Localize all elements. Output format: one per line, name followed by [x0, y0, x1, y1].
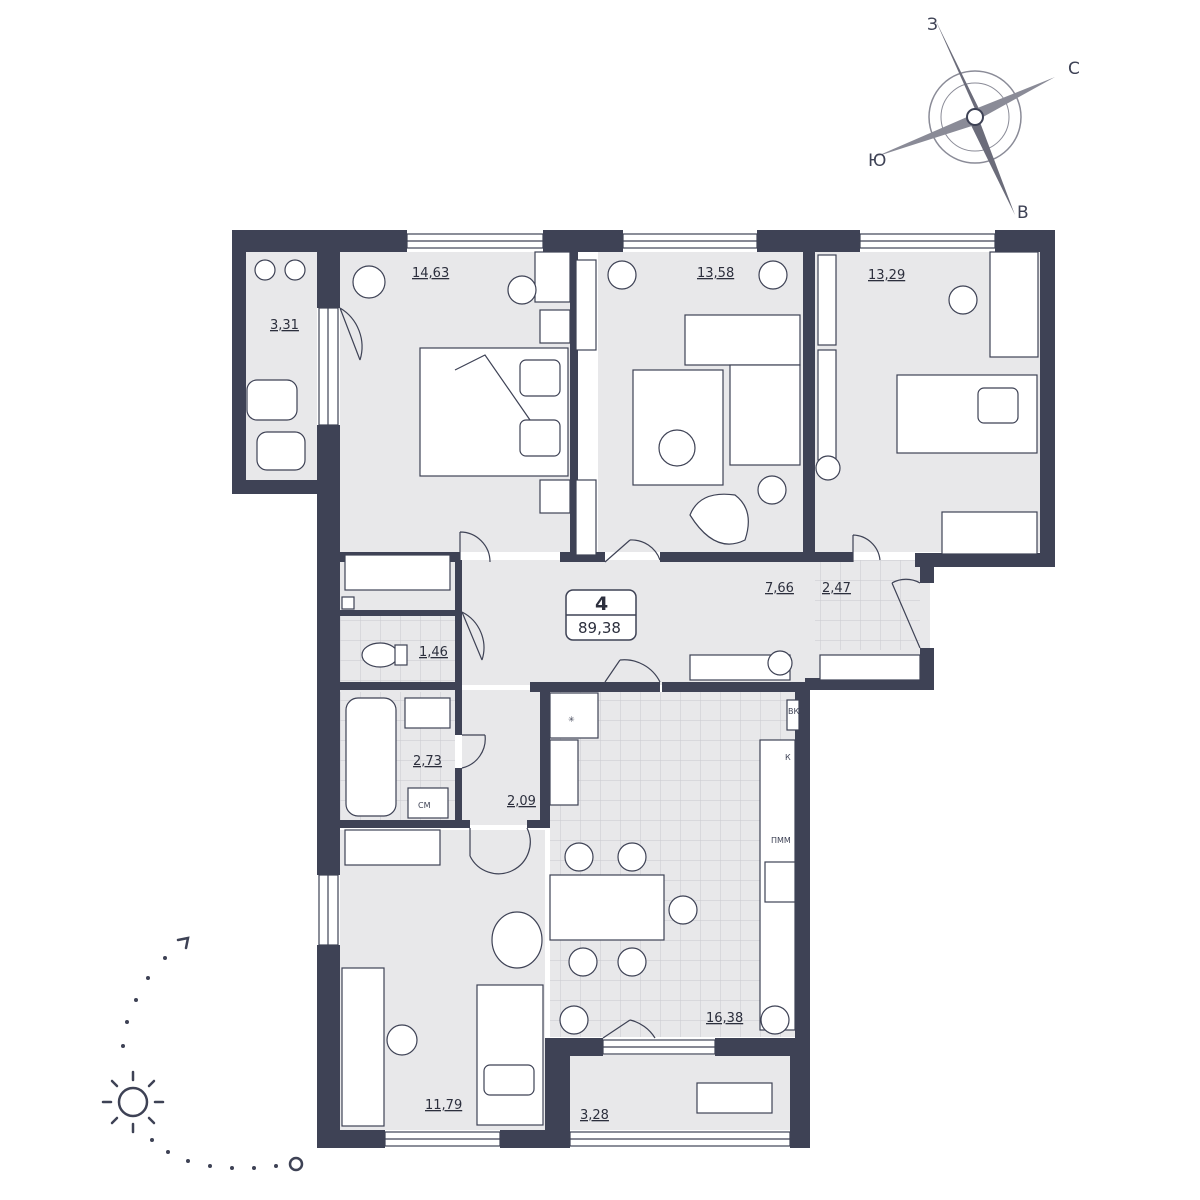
area-corridor: 2,09: [507, 794, 536, 809]
compass-rose-icon: [875, 19, 1055, 215]
furniture: СМ ✳ ВК К ПММ: [246, 251, 1039, 1127]
compass-north-label: С: [1068, 59, 1080, 79]
area-bathroom: 2,73: [413, 754, 442, 769]
area-bedroom-3: 11,79: [425, 1098, 462, 1113]
sun-path-arrow-icon: [176, 936, 190, 950]
area-kitchen: 16,38: [706, 1011, 743, 1026]
doors: [339, 307, 921, 1039]
boiler-label: К: [785, 753, 791, 762]
area-living-room: 13,58: [697, 266, 734, 281]
windows: [318, 233, 996, 1147]
washer-label: СМ: [418, 801, 431, 810]
area-balcony-bottom: 3,28: [580, 1108, 609, 1123]
area-toilet: 1,46: [419, 645, 448, 660]
walls: [232, 230, 1055, 1148]
total-area: 89,38: [578, 619, 621, 637]
area-bedroom-1: 14,63: [412, 266, 449, 281]
water-heater-label: ВК: [788, 707, 799, 716]
compass-south-label: Ю: [868, 151, 886, 171]
compass-west-label: З: [927, 15, 938, 35]
area-balcony-left: 3,31: [270, 318, 299, 333]
area-wardrobe: 2,47: [822, 581, 851, 596]
room-labels: 3,31 14,63 13,58 13,29 7,66 2,47 1,46 2,…: [270, 266, 905, 1123]
sun-icon: [101, 1070, 165, 1134]
sun-path-end-marker: [288, 1156, 304, 1172]
fridge-icon: ✳: [568, 715, 575, 724]
area-bedroom-2: 13,29: [868, 268, 905, 283]
dishwasher-label: ПММ: [771, 836, 791, 845]
area-hall: 7,66: [765, 581, 794, 596]
compass-east-label: В: [1017, 203, 1029, 223]
sun-path-dots: [121, 956, 278, 1170]
wardrobe-tiles: [815, 560, 920, 650]
rooms-count: 4: [595, 593, 608, 615]
apartment-badge: 4 89,38: [565, 589, 637, 641]
